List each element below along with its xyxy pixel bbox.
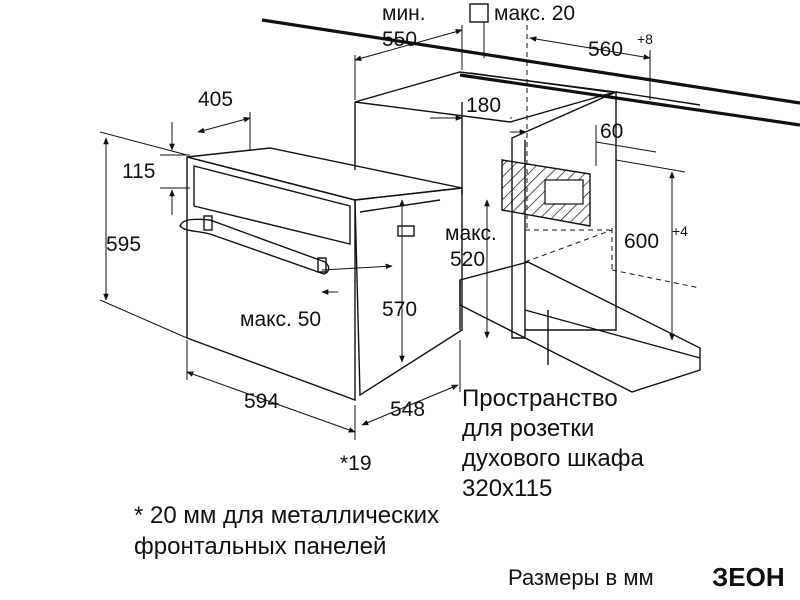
socket-note-line2: для розетки xyxy=(462,415,595,442)
dim-595-ext-bottom xyxy=(99,299,188,339)
label-max520-line1: макс. xyxy=(445,222,497,245)
handle-mount-left xyxy=(203,215,213,231)
label-600-tolerance: +4 xyxy=(672,223,688,239)
dimension-labels: мин. 550 макс. 20 560 +8 405 180 60 115 … xyxy=(106,2,688,475)
dim-594-line xyxy=(186,371,356,433)
socket-space-opening xyxy=(544,179,584,205)
label-180: 180 xyxy=(466,94,501,117)
side-top-edge xyxy=(615,91,701,106)
label-405: 405 xyxy=(198,88,233,111)
dim-595-ext-top xyxy=(99,131,188,156)
dim-405-line xyxy=(197,116,251,134)
metal-panel-note: * 20 мм для металлических фронтальных па… xyxy=(134,500,554,562)
label-max20: макс. 20 xyxy=(494,2,575,25)
label-548: 548 xyxy=(390,398,425,421)
oven-door-handle xyxy=(179,218,330,275)
label-60: 60 xyxy=(600,120,623,143)
dim-60-line xyxy=(595,141,657,153)
socket-note-line1: Пространство xyxy=(462,385,618,412)
handle-mount-right xyxy=(317,257,327,273)
zeon-logo-text: ЗЕОН xyxy=(712,562,785,592)
label-19: *19 xyxy=(340,452,372,475)
dim-50-line-top xyxy=(321,263,393,271)
socket-space-note: Пространство для розетки духового шкафа … xyxy=(462,384,792,504)
dim-560-line xyxy=(529,36,651,60)
metal-note-line2: фронтальных панелей xyxy=(134,533,387,560)
label-max520-line2: 520 xyxy=(450,248,485,271)
max20-box xyxy=(469,3,489,23)
worktop-top-edge xyxy=(261,18,800,105)
worktop-lower-edge xyxy=(459,73,800,127)
label-570: 570 xyxy=(382,298,417,321)
oven-front-panel xyxy=(186,156,356,402)
label-min: мин. xyxy=(382,2,426,25)
dim-550-line xyxy=(354,29,463,61)
label-560: 560 xyxy=(588,38,623,61)
oven-side-bracket xyxy=(397,225,415,237)
metal-note-line1: * 20 мм для металлических xyxy=(134,502,440,529)
niche-ceiling-rail xyxy=(469,72,611,93)
oven-side-rail xyxy=(359,199,441,213)
dim-548-line xyxy=(361,384,459,426)
dimension-lines xyxy=(99,3,686,440)
units-note: Размеры в мм xyxy=(508,565,654,590)
label-595: 595 xyxy=(106,233,141,256)
socket-note-line3: духового шкафа xyxy=(462,445,644,472)
niche-floor xyxy=(459,261,701,393)
label-115: 115 xyxy=(122,160,155,183)
dashed-back-2 xyxy=(524,229,613,263)
dashed-back-4 xyxy=(611,269,701,289)
zeon-logo: ЗЕОН xyxy=(712,562,785,592)
label-600: 600 xyxy=(624,230,659,253)
label-max50: макс. 50 xyxy=(240,308,321,331)
socket-note-line4: 320x115 xyxy=(462,475,553,502)
label-560-tolerance: +8 xyxy=(637,31,653,47)
label-550: 550 xyxy=(382,28,417,51)
dim-600-ext-top xyxy=(615,159,686,173)
label-594: 594 xyxy=(244,390,279,413)
oven-side xyxy=(354,187,463,397)
oven-control-strip xyxy=(193,165,351,245)
oven-body xyxy=(179,147,463,402)
floor-back-line xyxy=(524,309,701,359)
